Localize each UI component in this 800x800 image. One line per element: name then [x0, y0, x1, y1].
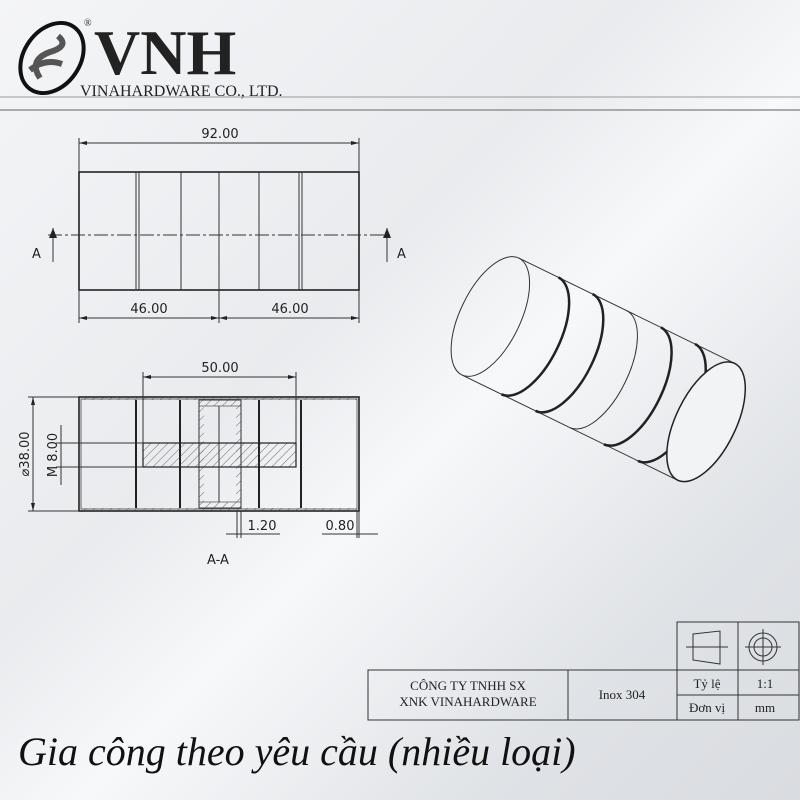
title-block: CÔNG TY TNHH SX XNK VINAHARDWARE Inox 30… — [367, 621, 800, 721]
caption: Gia công theo yêu cầu (nhiều loại) — [18, 729, 576, 774]
section-mark-left: A — [32, 247, 41, 262]
isometric-view — [450, 256, 747, 483]
logo-brand: VNH — [94, 17, 236, 88]
section-view: 50.00 ⌀38.00 M 8.00 1.20 0.80 A-A — [18, 361, 378, 568]
projection-circle-icon — [745, 629, 781, 665]
top-view: A A 92.00 46.00 46.00 — [32, 127, 406, 323]
company-line-2: XNK VINAHARDWARE — [399, 694, 536, 709]
logo-company: VINAHARDWARE CO., LTD. — [80, 83, 283, 100]
company-logo: ® VNH VINAHARDWARE CO., LTD. — [18, 17, 283, 100]
material: Inox 304 — [599, 687, 646, 702]
dim-thread: M 8.00 — [46, 433, 61, 477]
dim-half-left: 46.00 — [130, 302, 167, 317]
section-label: A-A — [207, 553, 229, 568]
dim-half-right: 46.00 — [271, 302, 308, 317]
dim-diameter: ⌀38.00 — [18, 431, 33, 476]
dim-bolt-length: 50.00 — [201, 361, 238, 376]
section-mark-right: A — [397, 247, 406, 262]
scale-value: 1:1 — [757, 676, 774, 691]
projection-cone-icon — [692, 630, 721, 665]
bolt — [142, 442, 297, 468]
unit-label: Đơn vị — [689, 700, 726, 715]
scale-label: Tỷ lệ — [693, 676, 720, 691]
dim-overall-length: 92.00 — [201, 127, 238, 142]
logo-swirl-icon — [18, 20, 86, 96]
company-line-1: CÔNG TY TNHH SX — [410, 678, 526, 693]
unit-value: mm — [755, 700, 775, 715]
dim-wall-inner: 1.20 — [248, 519, 277, 534]
dim-wall-outer: 0.80 — [326, 519, 355, 534]
registered-mark: ® — [84, 18, 92, 29]
